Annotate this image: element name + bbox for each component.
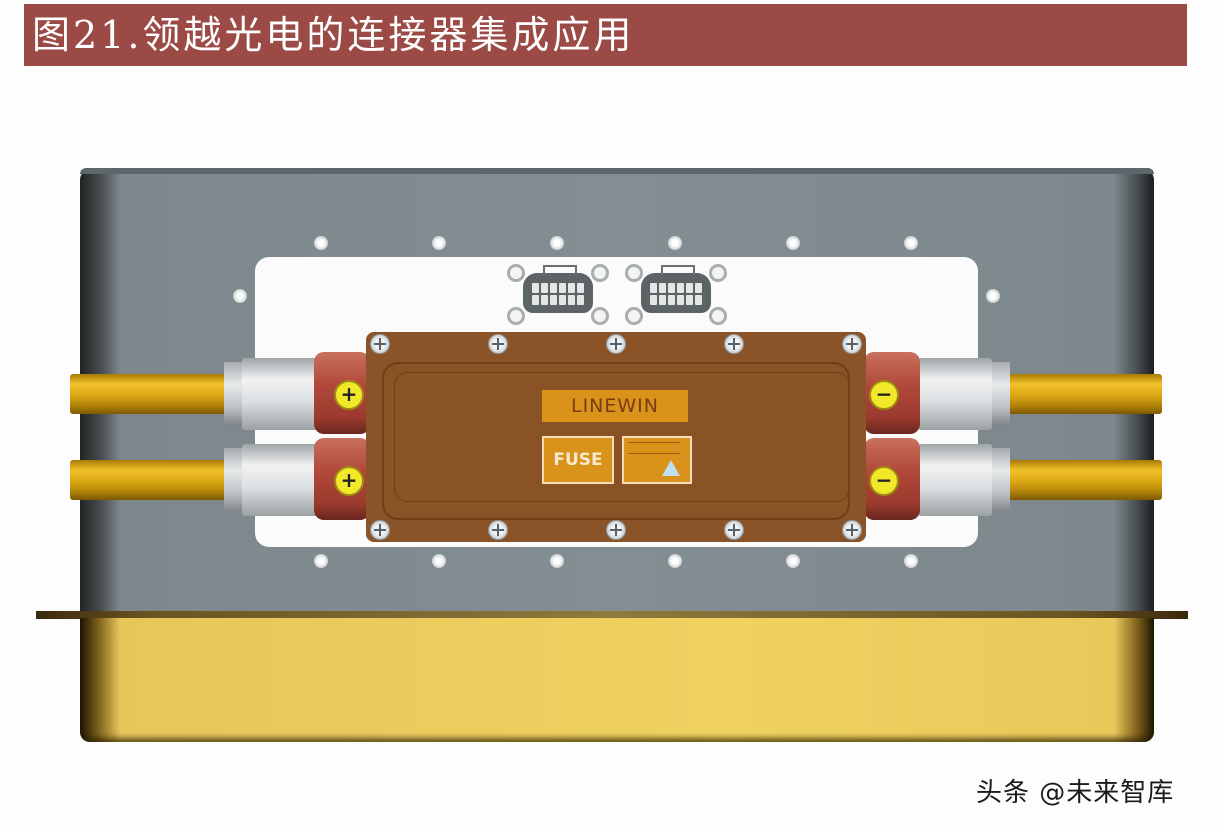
bolt-icon	[668, 236, 682, 250]
watermark: 头条 @未来智库	[976, 778, 1175, 808]
junction-box: LINEWIN FUSE	[366, 332, 866, 542]
screw-icon	[488, 520, 508, 540]
bolt-icon	[314, 236, 328, 250]
warning-label	[622, 436, 692, 484]
warning-text-lines	[628, 442, 680, 454]
negative-terminal-icon: −	[869, 466, 899, 496]
bolt-icon	[550, 554, 564, 568]
bolt-icon	[233, 289, 247, 303]
tray-flange	[36, 611, 1188, 619]
warning-triangle-icon	[662, 460, 680, 476]
bolt-icon	[986, 289, 1000, 303]
bolt-icon	[550, 236, 564, 250]
positive-terminal-icon: +	[334, 380, 364, 410]
bolt-icon	[904, 236, 918, 250]
connector-latch	[661, 265, 695, 275]
screw-icon	[842, 520, 862, 540]
signal-connector-left	[523, 265, 593, 313]
brand-label: LINEWIN	[542, 390, 688, 422]
connector-pins	[650, 283, 702, 305]
mounting-hole-icon	[625, 307, 643, 325]
bolt-icon	[786, 236, 800, 250]
cable-gland-nut	[988, 448, 1010, 512]
screw-icon	[842, 334, 862, 354]
mounting-hole-icon	[709, 307, 727, 325]
signal-connector-right	[641, 265, 711, 313]
bolt-icon	[786, 554, 800, 568]
cable-gland-nut	[224, 448, 246, 512]
mounting-hole-icon	[591, 264, 609, 282]
junction-box-lid	[382, 362, 850, 520]
bolt-icon	[432, 554, 446, 568]
screw-icon	[606, 334, 626, 354]
bolt-icon	[668, 554, 682, 568]
power-cable-left-top	[70, 374, 230, 414]
mounting-hole-icon	[507, 264, 525, 282]
cable-gland-nut	[988, 362, 1010, 426]
fuse-label: FUSE	[542, 436, 614, 484]
connector-latch	[543, 265, 577, 275]
screw-icon	[606, 520, 626, 540]
connector-pins	[532, 283, 584, 305]
cable-gland-sleeve	[918, 358, 992, 430]
mounting-hole-icon	[591, 307, 609, 325]
bolt-icon	[314, 554, 328, 568]
power-cable-right-top	[1008, 374, 1162, 414]
power-cable-left-bottom	[70, 460, 230, 500]
power-cable-right-bottom	[1008, 460, 1162, 500]
bolt-icon	[432, 236, 446, 250]
figure-title-bar: 图21.领越光电的连接器集成应用	[24, 4, 1187, 66]
mounting-hole-icon	[709, 264, 727, 282]
cable-gland-sleeve	[918, 444, 992, 516]
screw-icon	[724, 520, 744, 540]
mounting-hole-icon	[507, 307, 525, 325]
cable-gland-nut	[224, 362, 246, 426]
enclosure-top-edge	[80, 168, 1154, 174]
screw-icon	[488, 334, 508, 354]
battery-tray	[80, 618, 1154, 742]
mounting-hole-icon	[625, 264, 643, 282]
positive-terminal-icon: +	[334, 466, 364, 496]
screw-icon	[370, 334, 390, 354]
junction-box-lid-edge	[394, 372, 850, 502]
figure-title: 图21.领越光电的连接器集成应用	[32, 13, 635, 57]
bolt-icon	[904, 554, 918, 568]
screw-icon	[370, 520, 390, 540]
negative-terminal-icon: −	[869, 380, 899, 410]
screw-icon	[724, 334, 744, 354]
